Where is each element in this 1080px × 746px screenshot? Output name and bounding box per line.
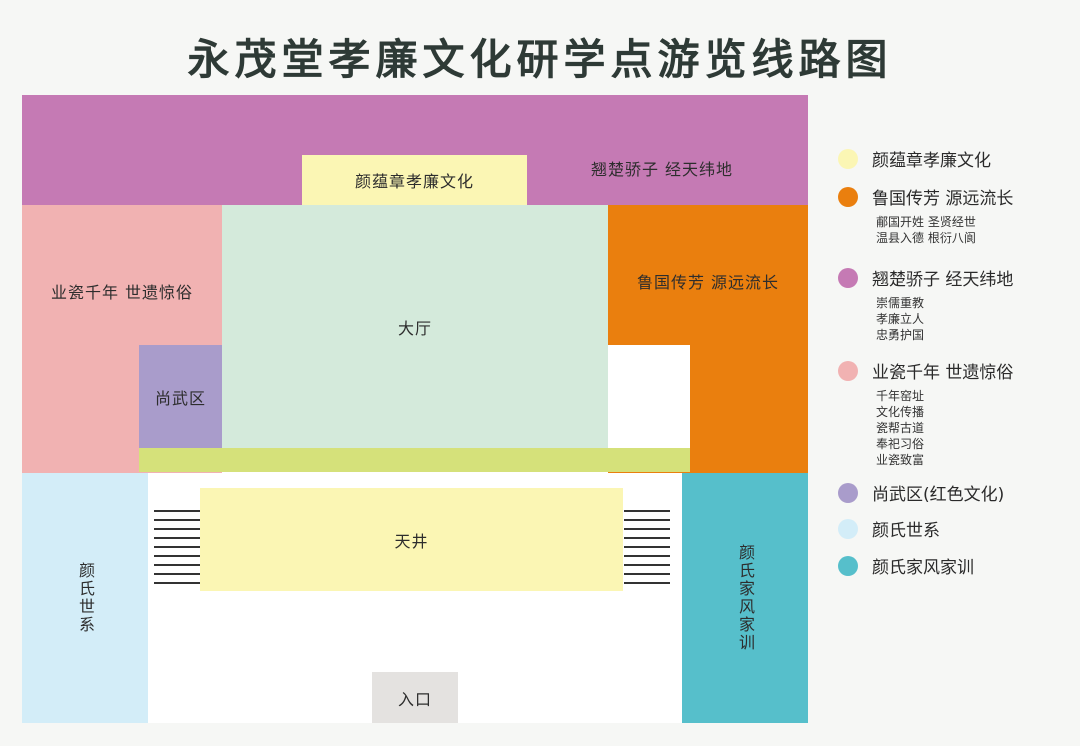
zone-courtyard-text: 天井 xyxy=(394,531,429,551)
legend-label: 尚武区(红色文化) xyxy=(872,485,1005,505)
legend-dot-icon xyxy=(838,267,858,288)
zone-yan-yunzhang-text: 颜蕴章孝廉文化 xyxy=(354,172,474,191)
zone-martial-text: 尚武区 xyxy=(154,388,206,408)
legend-sub: 郙国开姓 圣贤经世 xyxy=(876,215,976,229)
legend-dot-icon xyxy=(838,186,858,207)
zone-top-label: 翘楚骄子 经天纬地 xyxy=(527,153,797,183)
legend-sub: 忠勇护国 xyxy=(876,328,925,342)
zone-family-rules[interactable]: 颜氏家风家训 xyxy=(682,473,808,723)
zone-lineage-text: 颜氏世系 xyxy=(76,562,95,634)
legend-dot-icon xyxy=(838,555,858,576)
zone-entrance[interactable]: 入口 xyxy=(372,672,458,723)
legend-item: 翘楚骄子 经天纬地 崇儒重教 孝廉立人 忠勇护国 xyxy=(838,265,1068,343)
legend-dot-icon xyxy=(838,518,858,539)
stairs-right xyxy=(624,510,670,586)
legend-sub: 瓷帮古道 xyxy=(876,421,925,435)
zone-hall[interactable]: 大厅 xyxy=(222,205,608,448)
legend-item: 颜蕴章孝廉文化 xyxy=(838,146,1068,171)
legend-label: 业瓷千年 世遗惊俗 xyxy=(872,363,1014,383)
zone-lu-text: 鲁国传芳 源远流长 xyxy=(636,273,780,292)
legend-sub: 崇儒重教 xyxy=(876,296,925,310)
legend-sub: 孝廉立人 xyxy=(876,312,925,326)
legend-item: 鲁国传芳 源远流长 郙国开姓 圣贤经世 温县入德 根衍八阆 xyxy=(838,184,1068,246)
zone-lineage[interactable]: 颜氏世系 xyxy=(22,473,148,723)
legend-label: 颜氏家风家训 xyxy=(872,558,974,578)
legend-sub: 文化传播 xyxy=(876,405,925,419)
page-title: 永茂堂孝廉文化研学点游览线路图 xyxy=(187,35,893,84)
legend-sub: 千年窑址 xyxy=(876,389,925,403)
legend-sub: 奉祀习俗 xyxy=(876,437,925,451)
zone-top-text: 翘楚骄子 经天纬地 xyxy=(590,160,734,179)
zone-yan-yunzhang[interactable]: 颜蕴章孝廉文化 xyxy=(302,155,527,205)
legend-label: 颜氏世系 xyxy=(872,521,940,541)
zone-entrance-text: 入口 xyxy=(397,689,432,709)
floor-plan: 翘楚骄子 经天纬地 颜蕴章孝廉文化 业瓷千年 世遗惊俗 大厅 鲁国传芳 源远流长… xyxy=(22,95,808,723)
zone-family-rules-text: 颜氏家风家训 xyxy=(736,544,755,652)
legend-label: 鲁国传芳 源远流长 xyxy=(872,189,1014,209)
zone-hall-text: 大厅 xyxy=(397,318,432,338)
legend-item: 颜氏家风家训 xyxy=(838,553,1068,578)
zone-lu-notch xyxy=(608,345,690,448)
legend-item: 业瓷千年 世遗惊俗 千年窑址 文化传播 瓷帮古道 奉祀习俗 业瓷致富 xyxy=(838,358,1068,468)
legend-dot-icon xyxy=(838,360,858,381)
legend-dot-icon xyxy=(838,148,858,169)
legend-dot-icon xyxy=(838,482,858,503)
zone-martial[interactable]: 尚武区 xyxy=(139,345,222,448)
legend-sub: 温县入德 根衍八阆 xyxy=(876,231,976,245)
legend-label: 颜蕴章孝廉文化 xyxy=(872,151,991,171)
legend-item: 颜氏世系 xyxy=(838,516,1068,541)
zone-courtyard[interactable]: 天井 xyxy=(200,488,623,591)
zone-ceramics-text: 业瓷千年 世遗惊俗 xyxy=(50,283,194,302)
legend-label: 翘楚骄子 经天纬地 xyxy=(872,270,1014,290)
legend-sub: 业瓷致富 xyxy=(876,453,925,467)
zone-lime-strip xyxy=(139,448,690,472)
stairs-left xyxy=(154,510,200,586)
legend-item: 尚武区(红色文化) xyxy=(838,480,1068,505)
